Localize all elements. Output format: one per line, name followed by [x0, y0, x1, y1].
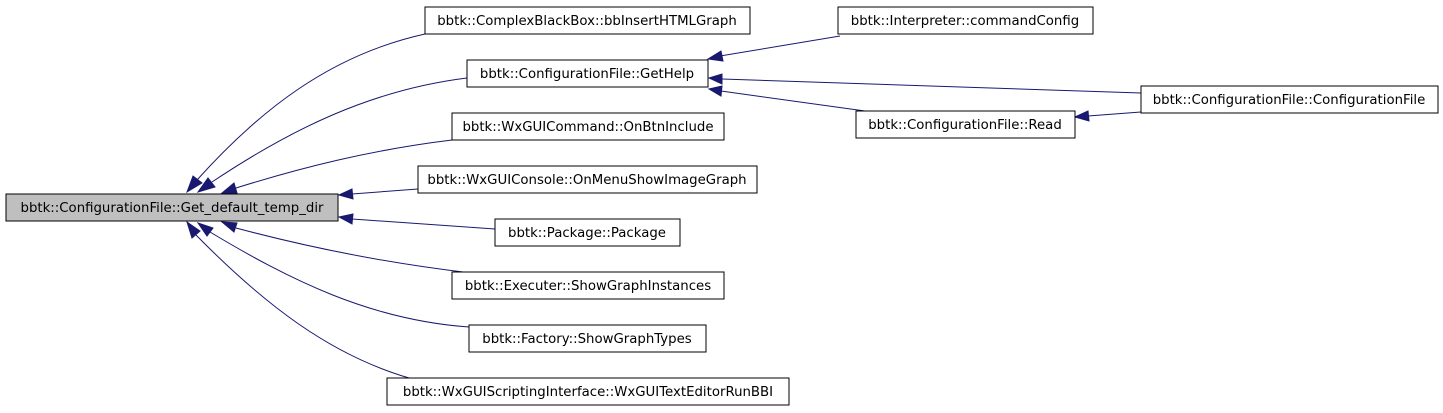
- node-label: bbtk::Interpreter::commandConfig: [851, 14, 1079, 29]
- nodes: bbtk::ConfigurationFile::Get_default_tem…: [5, 6, 1439, 406]
- node-configurationfile-read[interactable]: bbtk::ConfigurationFile::Read: [855, 110, 1076, 139]
- arrow-icon: [220, 221, 238, 233]
- node-complex-blackbox-insert-html-graph[interactable]: bbtk::ComplexBlackBox::bbInsertHTMLGraph: [424, 6, 751, 35]
- arrow-icon: [337, 213, 354, 225]
- node-wxguicommand-onbtninclude[interactable]: bbtk::WxGUICommand::OnBtnInclude: [451, 112, 725, 141]
- edge-onbtn-to-root: [235, 139, 453, 189]
- arrow-icon: [196, 222, 214, 237]
- arrow-icon: [707, 73, 723, 85]
- edge-complex-to-root: [196, 33, 426, 181]
- node-configurationfile-gethelp[interactable]: bbtk::ConfigurationFile::GetHelp: [466, 59, 709, 88]
- edge-cfgctor-to-read: [1087, 111, 1142, 117]
- node-wxguiscriptinginterface-wxguitexteditorrunbbi[interactable]: bbtk::WxGUIScriptingInterface::WxGUIText…: [386, 377, 790, 406]
- node-factory-showgraphtypes[interactable]: bbtk::Factory::ShowGraphTypes: [468, 324, 707, 353]
- edge-showtypes-to-root: [209, 231, 470, 328]
- node-label: bbtk::ConfigurationFile::GetHelp: [480, 67, 694, 82]
- edge-package-to-root: [351, 218, 496, 230]
- arrow-icon: [707, 85, 723, 97]
- node-label: bbtk::Executer::ShowGraphInstances: [465, 279, 711, 294]
- node-label: bbtk::ConfigurationFile::Read: [868, 118, 1062, 133]
- arrow-icon: [196, 177, 216, 193]
- arrow-icon: [186, 175, 203, 194]
- node-executer-showgraphinstances[interactable]: bbtk::Executer::ShowGraphInstances: [451, 271, 725, 300]
- edge-onmenu-to-root: [351, 188, 419, 195]
- node-wxguiconsole-onmenushowimagegraph[interactable]: bbtk::WxGUIConsole::OnMenuShowImageGraph: [417, 165, 758, 194]
- arrow-icon: [220, 182, 238, 194]
- node-interpreter-commandconfig[interactable]: bbtk::Interpreter::commandConfig: [837, 6, 1094, 35]
- arrow-icon: [1073, 110, 1090, 122]
- node-label: bbtk::ConfigurationFile::ConfigurationFi…: [1153, 93, 1426, 108]
- node-get-default-temp-dir[interactable]: bbtk::ConfigurationFile::Get_default_tem…: [5, 193, 339, 222]
- node-label: bbtk::ConfigurationFile::Get_default_tem…: [21, 201, 324, 216]
- edge-wxtext-to-root: [195, 234, 421, 382]
- edge-cmdconfig-to-gethelp: [719, 35, 841, 57]
- arrow-icon: [186, 220, 201, 239]
- arrow-icon: [706, 50, 724, 62]
- edge-cfgctor-to-gethelp: [721, 78, 1142, 94]
- node-label: bbtk::WxGUIConsole::OnMenuShowImageGraph: [427, 173, 746, 188]
- node-label: bbtk::WxGUICommand::OnBtnInclude: [462, 120, 713, 135]
- node-label: bbtk::Factory::ShowGraphTypes: [482, 332, 692, 347]
- edge-showinst-to-root: [235, 227, 464, 273]
- edge-gethelp-to-root: [211, 77, 468, 183]
- node-configurationfile-configurationfile[interactable]: bbtk::ConfigurationFile::ConfigurationFi…: [1140, 85, 1439, 114]
- edge-read-to-gethelp: [720, 90, 866, 112]
- node-package-package[interactable]: bbtk::Package::Package: [494, 218, 681, 247]
- node-label: bbtk::WxGUIScriptingInterface::WxGUIText…: [403, 385, 773, 400]
- arrow-icon: [337, 188, 354, 200]
- edges: [186, 33, 1142, 382]
- node-label: bbtk::ComplexBlackBox::bbInsertHTMLGraph: [437, 14, 737, 29]
- node-label: bbtk::Package::Package: [508, 226, 666, 241]
